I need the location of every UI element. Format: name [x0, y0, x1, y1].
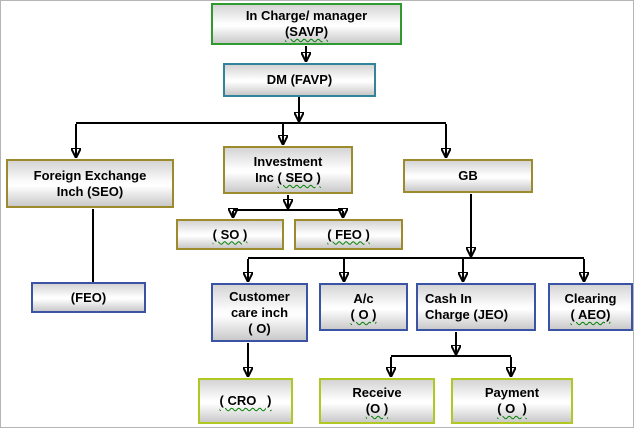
- node-ac: A/c ( O ): [319, 283, 408, 331]
- node-cash-in-charge: Cash In Charge (JEO): [416, 283, 536, 331]
- node-dm-favp: DM (FAVP): [223, 63, 376, 97]
- node-text: ( AEO): [570, 307, 611, 322]
- node-text: (O ): [365, 401, 389, 416]
- node-text: ( SO ): [212, 226, 248, 242]
- node-text: Investment: [253, 154, 323, 169]
- node-text: care inch: [230, 304, 289, 320]
- node-text: DM (FAVP): [266, 72, 333, 87]
- node-receive: Receive (O ): [319, 378, 435, 424]
- node-text: Receive: [352, 385, 402, 400]
- node-text: (SAVP): [284, 24, 329, 39]
- node-text: ( O ): [497, 401, 527, 416]
- node-text: Cash In: [425, 291, 472, 306]
- node-text: Inch (SEO): [56, 183, 124, 199]
- node-in-charge-manager: In Charge/ manager (SAVP): [211, 3, 402, 45]
- node-feo-under-fx: (FEO): [31, 282, 146, 313]
- node-payment: Payment ( O ): [451, 378, 573, 424]
- node-so: ( SO ): [176, 219, 284, 250]
- node-text: ( O): [248, 320, 271, 336]
- node-text: Customer: [229, 288, 290, 304]
- node-text: ( FEO ): [327, 226, 370, 242]
- node-text: Charge (JEO): [425, 307, 509, 322]
- node-customer-care: Customer care inch ( O): [211, 283, 308, 342]
- node-feo-under-investment: ( FEO ): [294, 219, 403, 250]
- node-foreign-exchange: Foreign Exchange Inch (SEO): [6, 159, 174, 208]
- node-text: A/c: [353, 291, 374, 306]
- node-text: In Charge/ manager: [245, 8, 368, 23]
- node-text: ( O ): [350, 307, 377, 322]
- node-text: Foreign Exchange: [33, 167, 147, 183]
- node-text: Inc ( SEO ): [255, 170, 321, 185]
- node-text: ( CRO ): [219, 393, 272, 408]
- node-text: Payment: [484, 385, 540, 400]
- node-investment: Investment Inc ( SEO ): [223, 146, 353, 194]
- node-text: (FEO): [70, 289, 107, 305]
- node-gb: GB: [403, 159, 533, 193]
- node-cro: ( CRO ): [198, 378, 293, 424]
- node-text: GB: [458, 168, 478, 183]
- node-text: Clearing: [564, 291, 617, 306]
- node-clearing: Clearing ( AEO): [548, 283, 633, 331]
